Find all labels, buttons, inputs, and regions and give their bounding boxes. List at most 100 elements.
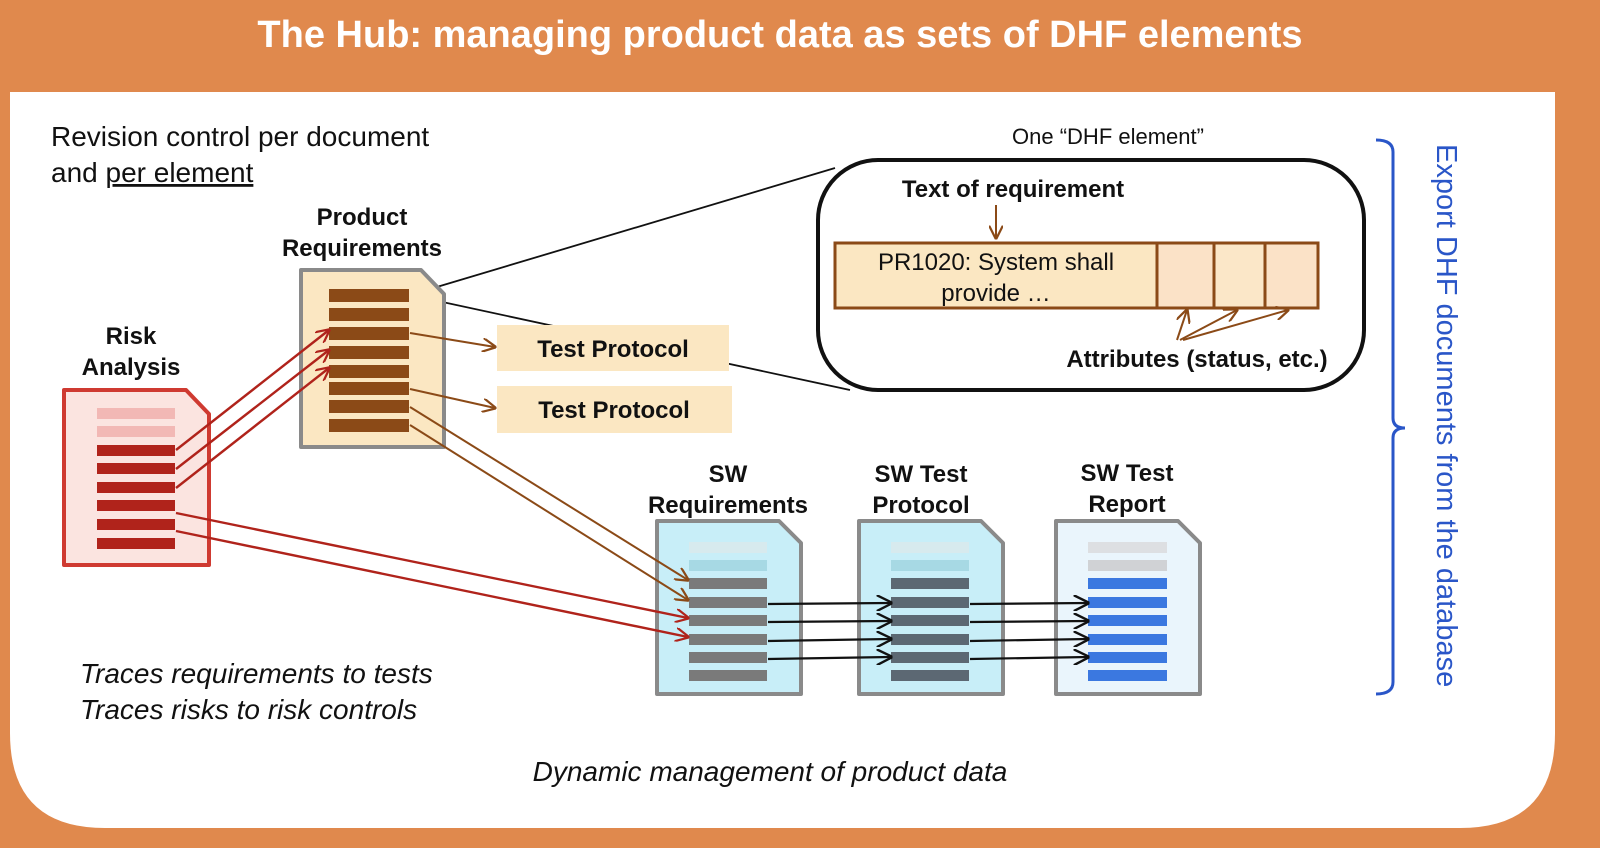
sw-test-report-bar bbox=[1088, 634, 1167, 645]
risk-analysis-bars bbox=[97, 408, 175, 549]
product-requirement-bar bbox=[329, 365, 409, 378]
sw-requirements-bars bbox=[689, 542, 767, 681]
risk-analysis-bar bbox=[97, 463, 175, 474]
product-requirements-label-2: Requirements bbox=[282, 235, 442, 262]
risk-analysis-bar bbox=[97, 445, 175, 456]
sw-requirement-bar bbox=[689, 670, 767, 681]
trace-arrow bbox=[175, 529, 688, 637]
test-protocol-label-2: Test Protocol bbox=[538, 397, 690, 424]
sw-test-protocol-bar bbox=[891, 560, 969, 571]
product-requirement-bar bbox=[329, 327, 409, 340]
risk-analysis-bar bbox=[97, 408, 175, 419]
trace-arrow bbox=[969, 639, 1088, 641]
product-requirement-bar bbox=[329, 308, 409, 321]
attribute-arrow-2 bbox=[1179, 310, 1237, 341]
sw-test-report-bars bbox=[1088, 542, 1167, 681]
trace-arrow bbox=[175, 511, 688, 618]
product-requirements-label-1: Product bbox=[317, 204, 408, 231]
export-bracket bbox=[1375, 138, 1406, 696]
test-protocol-label-1: Test Protocol bbox=[537, 336, 689, 363]
product-requirement-bar bbox=[329, 382, 409, 395]
intro-line-2: and per element bbox=[51, 157, 254, 188]
intro-line-1: Revision control per document bbox=[51, 121, 429, 152]
sw-test-protocol-label-1: SW Test bbox=[875, 461, 968, 488]
trace-arrow bbox=[409, 388, 495, 408]
sw-test-report-bar bbox=[1088, 560, 1167, 571]
trace-arrow bbox=[409, 424, 688, 600]
sw-test-protocol-bar bbox=[891, 615, 969, 626]
sw-test-protocol-bar bbox=[891, 652, 969, 663]
footer-caption: Dynamic management of product data bbox=[533, 756, 1008, 787]
trace-arrow bbox=[767, 603, 891, 604]
product-requirement-bar bbox=[329, 419, 409, 432]
slide-title: The Hub: managing product data as sets o… bbox=[257, 14, 1303, 56]
test-protocol-box-1 bbox=[497, 325, 729, 371]
sw-requirements-label-1: SW bbox=[709, 461, 748, 488]
sw-test-report-bar bbox=[1088, 578, 1167, 589]
product-requirements-bars bbox=[329, 289, 409, 432]
dhf-element-caption: One “DHF element” bbox=[1012, 124, 1204, 149]
sw-requirement-bar bbox=[689, 542, 767, 553]
attribute-arrow-3 bbox=[1182, 310, 1288, 341]
sw-requirement-bar bbox=[689, 597, 767, 608]
requirement-text-line-1: PR1020: System shall bbox=[878, 249, 1114, 276]
risk-analysis-bar bbox=[97, 482, 175, 493]
zoom-line-top bbox=[409, 167, 836, 296]
risk-analysis-bar bbox=[97, 519, 175, 530]
sw-test-protocol-label-2: Protocol bbox=[872, 492, 969, 519]
attribute-arrow-1 bbox=[1176, 310, 1187, 341]
risk-analysis-bar bbox=[97, 538, 175, 549]
sw-test-report-bar bbox=[1088, 670, 1167, 681]
trace-arrow bbox=[175, 350, 329, 470]
sw-test-protocol-bar bbox=[891, 670, 969, 681]
risk-analysis-bar bbox=[97, 500, 175, 511]
attribute-cell-2 bbox=[1212, 241, 1267, 310]
trace-arrow bbox=[767, 621, 891, 622]
attribute-cell-1 bbox=[1155, 241, 1216, 310]
trace-arrow bbox=[409, 406, 688, 580]
sw-test-protocol-bar bbox=[891, 542, 969, 553]
sw-requirement-bar bbox=[689, 560, 767, 571]
trace-arrow bbox=[767, 639, 891, 641]
sw-requirements-label-2: Requirements bbox=[648, 492, 808, 519]
test-protocol-box-2 bbox=[497, 386, 732, 433]
product-requirement-bar bbox=[329, 400, 409, 413]
requirement-text-cell bbox=[833, 241, 1159, 310]
attributes-label: Attributes (status, etc.) bbox=[1066, 346, 1327, 373]
sw-test-report-bar bbox=[1088, 597, 1167, 608]
trace-arrow bbox=[175, 330, 329, 451]
risk-analysis-bar bbox=[97, 426, 175, 437]
sw-requirement-bar bbox=[689, 615, 767, 626]
sw-requirement-bar bbox=[689, 578, 767, 589]
text-of-requirement-label: Text of requirement bbox=[902, 176, 1124, 203]
trace-arrow bbox=[175, 368, 329, 489]
sw-test-protocol-bar bbox=[891, 578, 969, 589]
traces-line-1: Traces requirements to tests bbox=[80, 658, 433, 689]
traces-line-2: Traces risks to risk controls bbox=[80, 694, 417, 725]
sw-test-report-bar bbox=[1088, 615, 1167, 626]
product-requirement-bar bbox=[329, 346, 409, 359]
risk-analysis-label-1: Risk bbox=[106, 323, 157, 350]
attribute-cell-3 bbox=[1263, 241, 1320, 310]
trace-arrow bbox=[767, 657, 891, 659]
sw-requirement-bar bbox=[689, 652, 767, 663]
risk-analysis-label-2: Analysis bbox=[82, 354, 181, 381]
sw-test-protocol-bars bbox=[891, 542, 969, 681]
trace-arrows bbox=[175, 330, 1088, 659]
sw-test-report-bar bbox=[1088, 542, 1167, 553]
trace-arrow bbox=[969, 603, 1088, 604]
trace-arrow bbox=[409, 332, 495, 347]
sw-test-protocol-bar bbox=[891, 597, 969, 608]
product-requirement-bar bbox=[329, 289, 409, 302]
sw-test-report-label-2: Report bbox=[1088, 491, 1165, 518]
sw-test-report-bar bbox=[1088, 652, 1167, 663]
trace-arrow bbox=[969, 657, 1088, 659]
sw-test-protocol-bar bbox=[891, 634, 969, 645]
export-label: Export DHF documents from the database bbox=[1430, 144, 1462, 687]
sw-requirement-bar bbox=[689, 634, 767, 645]
requirement-text-line-2: provide … bbox=[941, 280, 1050, 307]
sw-test-report-label-1: SW Test bbox=[1081, 460, 1174, 487]
trace-arrow bbox=[969, 621, 1088, 622]
